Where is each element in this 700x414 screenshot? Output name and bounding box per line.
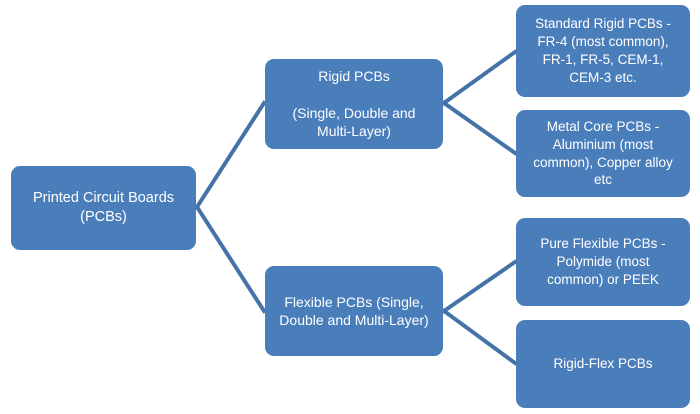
node-pure-flexible-pcbs[interactable]: Pure Flexible PCBs - Polymide (most comm… <box>516 218 690 306</box>
node-rigid-flex-pcbs[interactable]: Rigid-Flex PCBs <box>516 320 690 408</box>
edge-rigid-to-metal-core <box>441 100 518 156</box>
node-standard-rigid-pcbs[interactable]: Standard Rigid PCBs - FR-4 (most common)… <box>516 5 690 97</box>
node-printed-circuit-boards[interactable]: Printed Circuit Boards (PCBs) <box>11 166 196 250</box>
node-label: Flexible PCBs (Single, Double and Multi-… <box>279 293 429 328</box>
node-label: Rigid PCBs (Single, Double and Multi-Lay… <box>292 68 416 140</box>
edge-flexible-to-pure-flexible <box>441 259 518 314</box>
node-label: Printed Circuit Boards (PCBs) <box>32 189 175 225</box>
node-metal-core-pcbs[interactable]: Metal Core PCBs - Aluminium (most common… <box>516 110 690 197</box>
node-label: Standard Rigid PCBs - FR-4 (most common)… <box>535 16 671 85</box>
edge-flexible-to-rigid-flex <box>441 308 518 366</box>
node-rigid-pcbs[interactable]: Rigid PCBs (Single, Double and Multi-Lay… <box>265 59 443 149</box>
node-label: Rigid-Flex PCBs <box>553 356 653 372</box>
edge-root-to-flexible <box>194 204 267 314</box>
edge-rigid-to-standard-rigid <box>441 49 518 106</box>
edge-root-to-rigid <box>194 100 267 210</box>
node-flexible-pcbs[interactable]: Flexible PCBs (Single, Double and Multi-… <box>265 266 443 356</box>
node-label: Metal Core PCBs - Aluminium (most common… <box>533 118 673 188</box>
node-label: Pure Flexible PCBs - Polymide (most comm… <box>540 236 666 287</box>
